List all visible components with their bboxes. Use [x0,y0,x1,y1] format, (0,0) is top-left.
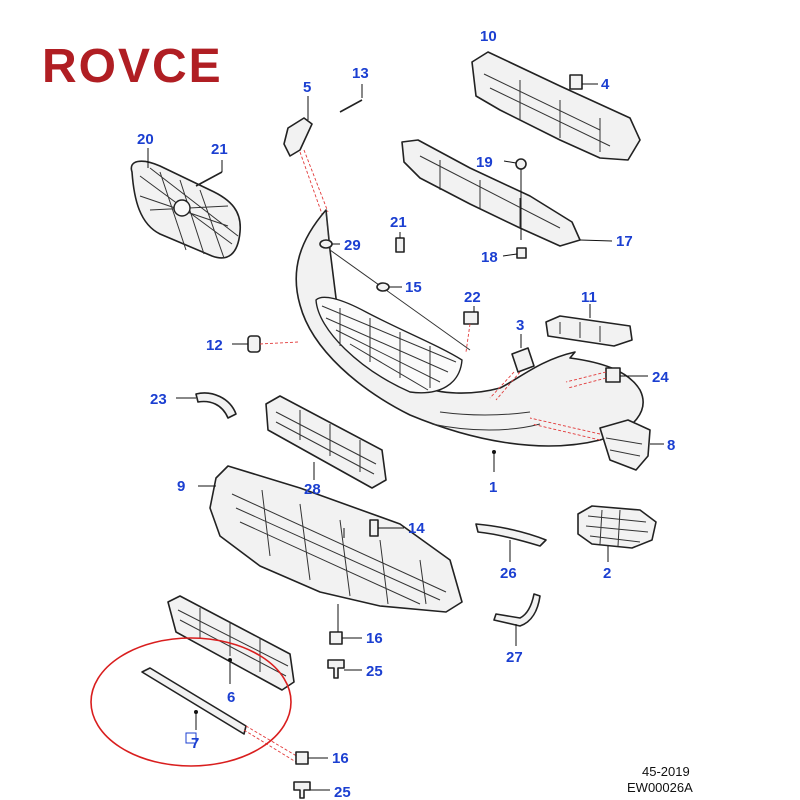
brand-logo: ROVCE [42,40,223,93]
callout-5: 5 [303,79,311,96]
reference-code: EW00026A [627,780,693,795]
callout-14: 14 [408,520,425,537]
part-28-lower-grille [265,395,387,489]
callout-3: 3 [516,317,524,334]
callout-18: 18 [481,249,498,266]
callout-29: 29 [344,237,361,254]
part-22-bracket [463,306,479,353]
part-5-bracket [283,96,329,215]
callout-16b: 16 [332,750,349,767]
callout-6: 6 [227,689,235,706]
part-23-trim [176,392,237,419]
part-12-plug [232,335,299,353]
part-16-fastener-upper [329,604,362,645]
callout-13: 13 [352,65,369,82]
part-14-bolt [369,519,404,537]
part-20-grille [130,148,241,259]
part-13-screw [339,84,363,113]
part-10-upper-reinforcement [471,51,641,161]
part-8-corner-trim [529,417,664,471]
callout-9: 9 [177,478,185,495]
callout-4: 4 [601,76,610,93]
callout-15: 15 [405,279,422,296]
part-17-lower-reinforcement [401,139,613,247]
part-16-fastener-lower [295,751,328,765]
callout-7-box [185,732,197,744]
part-21-bolt-bumper [395,232,405,253]
callout-24: 24 [652,369,669,386]
part-26-trim [475,523,547,562]
callout-8: 8 [667,437,675,454]
callout-22: 22 [464,289,481,306]
part-24-bracket [565,367,648,389]
part-1-bumper-cover [295,209,644,472]
callout-11: 11 [581,289,597,306]
callout-28: 28 [304,481,321,498]
part-4-clip [569,74,598,90]
callout-12: 12 [206,337,223,354]
part-18-fastener [502,247,527,259]
callout-21a: 21 [211,141,228,158]
highlight-ring [90,637,292,767]
part-11-bracket [545,304,633,347]
part-21-bolt-grille [195,160,223,187]
part-19-fastener [503,158,527,240]
part-15-clip [376,282,402,292]
part-3-cover [489,334,535,401]
callout-2: 2 [603,565,611,582]
callout-27: 27 [506,649,523,666]
callout-17: 17 [616,233,633,250]
callout-16a: 16 [366,630,383,647]
callout-10: 10 [480,28,497,45]
callout-26: 26 [500,565,517,582]
part-25-stud-upper [327,659,362,679]
callout-21b: 21 [390,214,407,231]
part-29-clip [319,239,340,249]
callout-20: 20 [137,131,154,148]
callout-25a: 25 [366,663,383,680]
part-27-trim [493,593,541,646]
date-code: 45-2019 [642,764,690,779]
callout-1: 1 [489,479,497,496]
callout-19: 19 [476,154,493,171]
callout-25b: 25 [334,784,351,800]
part-7-strip [141,667,301,763]
callout-23: 23 [150,391,167,408]
part-2-fog-lamp-surround [577,505,657,562]
part-9-undertray [198,465,463,613]
part-25-stud-lower [293,781,330,799]
